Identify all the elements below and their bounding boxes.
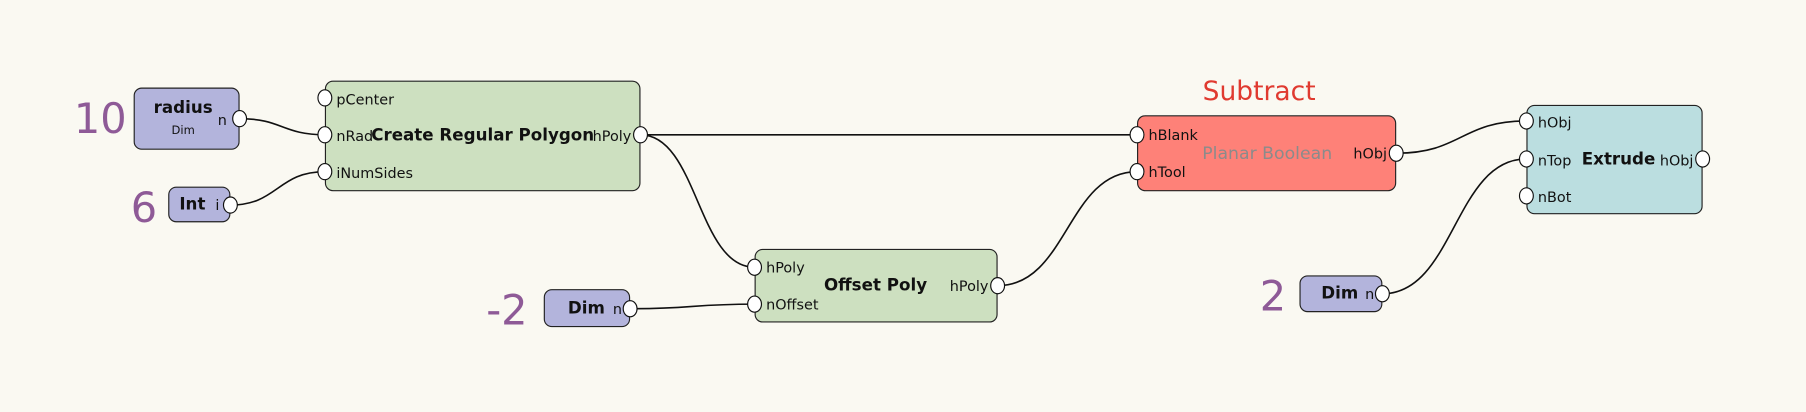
create-regular-polygon-node[interactable]: pCenter nRad iNumSides Create Regular Po… — [324, 80, 641, 192]
int-output-port[interactable] — [222, 196, 238, 214]
input-label-noffset: nOffset — [766, 295, 819, 313]
radius-output-label: n — [217, 111, 227, 129]
hblank-port[interactable] — [1129, 126, 1145, 144]
wire-int-to-inumsides[interactable] — [230, 170, 325, 206]
extrude-hobj-port[interactable] — [1518, 112, 1534, 130]
extrude-output-port[interactable] — [1695, 150, 1711, 168]
extrude-node[interactable]: hObj nTop nBot Extrude hObj — [1526, 104, 1703, 215]
input-label-nbot: nBot — [1537, 188, 1572, 206]
nbot-port[interactable] — [1518, 187, 1534, 205]
pcenter-port[interactable] — [317, 89, 333, 107]
output-label-hpoly: hPoly — [949, 277, 989, 295]
input-label-pcenter: pCenter — [336, 90, 395, 108]
wire-radius-to-nrad[interactable] — [239, 117, 325, 136]
int-value[interactable]: 6 — [130, 184, 158, 233]
subtract-annotation: Subtract — [1202, 77, 1316, 108]
input-label-htool: hTool — [1148, 163, 1186, 181]
int-title: Int — [179, 195, 206, 215]
int-node[interactable]: Int i — [168, 186, 231, 223]
inumsides-port[interactable] — [317, 163, 333, 181]
dim-top-output-label: n — [1365, 285, 1375, 303]
nrad-port[interactable] — [317, 126, 333, 144]
radius-node[interactable]: radius Dim n — [133, 87, 240, 150]
radius-subtitle: Dim — [171, 124, 195, 138]
wire-boolean-to-extrude[interactable] — [1396, 120, 1527, 155]
dim-offset-value[interactable]: -2 — [486, 287, 528, 335]
wire-dim-to-ntop[interactable] — [1382, 158, 1527, 295]
input-label-hblank: hBlank — [1148, 126, 1198, 144]
output-label-hobj: hObj — [1659, 151, 1694, 169]
wire-offset-to-htool[interactable] — [997, 170, 1138, 287]
planar-boolean-node[interactable]: hBlank hTool Planar Boolean hObj — [1137, 115, 1397, 192]
dim-top-output-port[interactable] — [1374, 285, 1390, 303]
output-label-hpoly: hPoly — [592, 127, 632, 145]
noffset-port[interactable] — [747, 295, 763, 313]
input-label-inumsides: iNumSides — [336, 164, 413, 182]
ntop-port[interactable] — [1518, 150, 1534, 168]
dim-top-value[interactable]: 2 — [1259, 273, 1287, 321]
input-label-hobj: hObj — [1537, 113, 1572, 131]
input-label-nrad: nRad — [336, 127, 374, 145]
dim-offset-output-port[interactable] — [622, 300, 638, 318]
create-polygon-title: Create Regular Polygon — [371, 126, 595, 146]
planar-boolean-output-port[interactable] — [1388, 144, 1404, 162]
offset-hpoly-port[interactable] — [747, 258, 763, 276]
offset-poly-title: Offset Poly — [823, 276, 928, 295]
radius-value[interactable]: 10 — [73, 96, 127, 144]
int-output-label: i — [215, 196, 220, 214]
output-label-hobj: hObj — [1353, 144, 1388, 162]
input-label-hpoly: hPoly — [766, 258, 805, 276]
input-label-ntop: nTop — [1537, 151, 1572, 169]
offset-poly-node[interactable]: hPoly nOffset Offset Poly hPoly — [754, 248, 998, 323]
dim-offset-node[interactable]: Dim n — [543, 289, 631, 328]
radius-title: radius — [153, 99, 213, 118]
create-polygon-output-port[interactable] — [633, 126, 648, 144]
offset-output-port[interactable] — [990, 277, 1006, 295]
dim-offset-output-label: n — [612, 300, 623, 318]
dim-top-node[interactable]: Dim n — [1299, 275, 1383, 313]
wire-hpoly-to-offset[interactable] — [640, 133, 755, 269]
radius-output-port[interactable] — [232, 110, 248, 128]
htool-port[interactable] — [1129, 163, 1145, 181]
extrude-title: Extrude — [1581, 150, 1656, 170]
wire-dim-to-noffset[interactable] — [630, 303, 755, 310]
planar-boolean-title: Planar Boolean — [1202, 142, 1333, 164]
dim-offset-title: Dim — [567, 299, 605, 318]
dim-top-title: Dim — [1321, 284, 1359, 303]
